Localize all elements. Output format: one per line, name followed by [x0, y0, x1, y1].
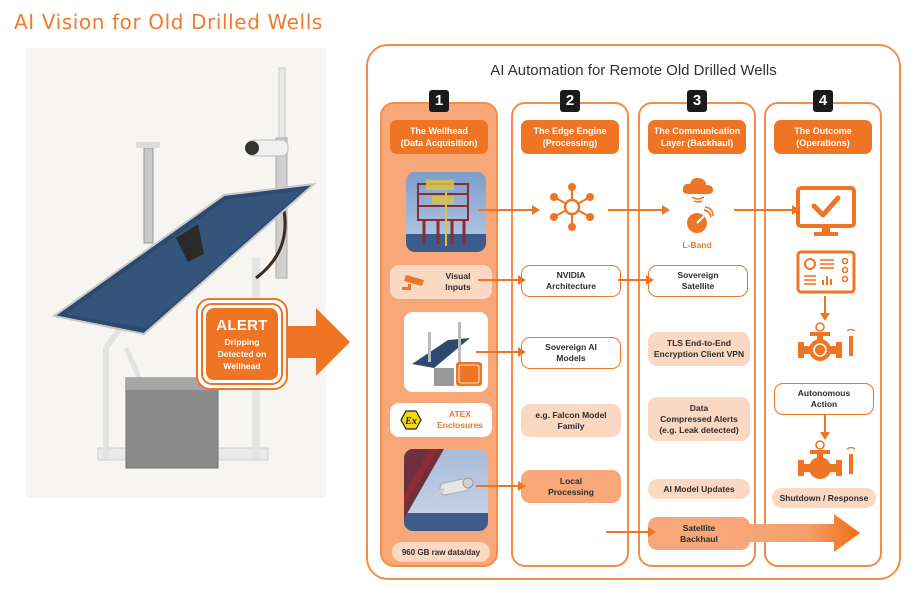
column-outcome: 4 The Outcome (Operations)	[764, 90, 882, 567]
monitor-checkmark-icon	[796, 186, 856, 236]
flow-arrow-inputs-to-nvidia	[478, 275, 526, 285]
flow-arrow-platform-to-hub	[478, 205, 540, 215]
sovereign-ai-models-box: Sovereign AI Models	[521, 337, 621, 369]
offshore-platform-image	[406, 172, 486, 252]
heading-line: (Processing)	[542, 138, 598, 148]
flow-arrow-to-backhaul	[606, 527, 656, 537]
atex-enclosures-box: Ex ATEX Enclosures	[390, 403, 492, 437]
station-thumbnail-image	[404, 312, 488, 392]
heading-line: (Data Acquisition)	[400, 138, 478, 148]
satellite-dish-icon	[687, 206, 714, 233]
flow-arrow-hub-to-cloud	[608, 205, 670, 215]
flow-arrow-down	[820, 296, 830, 321]
heading-line: The Wellhead	[410, 126, 468, 136]
flow-arrow-camera-to-local	[476, 481, 526, 491]
l-band-label: L-Band	[682, 240, 712, 250]
column-heading-wellhead: The Wellhead (Data Acquisition)	[390, 120, 488, 154]
solar-station-illustration	[51, 67, 318, 469]
page-title: AI Vision for Old Drilled Wells	[14, 10, 323, 34]
alert-callout: ALERT Dripping Detected on Wellhead	[196, 298, 288, 390]
satellite-backhaul-label: Satellite Backhaul	[680, 522, 718, 544]
falcon-model-family-label: e.g. Falcon Model Family	[535, 409, 607, 431]
automation-diagram-panel: AI Automation for Remote Old Drilled Wel…	[366, 44, 901, 580]
backhaul-output-arrow-icon	[728, 514, 860, 552]
atex-ex-icon: Ex	[400, 410, 422, 430]
autonomous-action-box: Autonomous Action	[774, 383, 874, 415]
step-number-4: 4	[813, 90, 833, 112]
column-heading-communication: The Communication Layer (Backhaul)	[648, 120, 746, 154]
atex-enclosures-label: ATEX Enclosures	[437, 409, 483, 430]
flow-arrow-cloud-to-monitor	[734, 205, 800, 215]
ai-model-updates-badge: AI Model Updates	[648, 479, 750, 499]
compressed-alerts-line: Compressed Alerts	[660, 413, 738, 424]
nvidia-architecture-label: NVIDIA Architecture	[545, 270, 597, 291]
dashboard-panel-icon	[796, 250, 856, 294]
column-communication-layer: 3 The Communication Layer (Backhaul) L-B…	[638, 90, 756, 567]
heading-line: Layer (Backhaul)	[660, 138, 734, 148]
heading-line: The Outcome	[794, 126, 852, 136]
alert-title: ALERT	[216, 316, 268, 334]
autonomous-action-label: Autonomous Action	[797, 388, 851, 409]
step-number-1: 1	[429, 90, 449, 112]
alert-message: Dripping Detected on Wellhead	[217, 336, 267, 371]
visual-inputs-label: Visual Inputs	[445, 271, 471, 292]
shutdown-valve-icon	[798, 440, 856, 479]
tls-encryption-label: TLS End-to-End Encryption Client VPN	[653, 338, 745, 359]
step-number-3: 3	[687, 90, 707, 112]
column-heading-edge-engine: The Edge Engine (Processing)	[521, 120, 619, 154]
flow-arrow-nvidia-to-satellite	[618, 275, 654, 285]
compressed-alerts-box: Data Compressed Alerts (e.g. Leak detect…	[648, 397, 750, 441]
local-processing-label: Local Processing	[548, 475, 594, 497]
visual-inputs-box: Visual Inputs	[390, 265, 492, 299]
raw-data-badge: 960 GB raw data/day	[392, 542, 490, 562]
compressed-alerts-line: Data	[689, 402, 709, 413]
column-edge-engine: 2 The Edge Engine (Processing) NVIDIA Ar…	[511, 90, 629, 567]
column-heading-outcome: The Outcome (Operations)	[774, 120, 872, 154]
column-wellhead: 1 The Wellhead (Data Acquisition)	[380, 90, 498, 567]
falcon-model-family-box: e.g. Falcon Model Family	[521, 404, 621, 437]
heading-line: (Operations)	[796, 138, 850, 148]
local-processing-box: Local Processing	[521, 470, 621, 503]
neural-network-hub-icon	[550, 183, 594, 231]
compressed-alerts-line: (e.g. Leak detected)	[659, 424, 739, 435]
alert-arrow-icon	[286, 308, 350, 376]
cctv-camera-icon	[402, 275, 424, 290]
valve-sensor-icon	[798, 322, 856, 361]
heading-line: The Edge Engine	[533, 126, 607, 136]
shutdown-response-badge: Shutdown / Response	[772, 488, 876, 508]
step-number-2: 2	[560, 90, 580, 112]
tls-encryption-box: TLS End-to-End Encryption Client VPN	[648, 332, 750, 366]
diagram-title: AI Automation for Remote Old Drilled Wel…	[490, 62, 777, 79]
sovereign-ai-models-label: Sovereign AI Models	[545, 342, 597, 363]
wellhead-station-photo	[26, 48, 326, 498]
atex-icon-text: Ex	[404, 416, 417, 427]
wellhead-camera-image	[404, 449, 488, 531]
heading-line: The Communication	[653, 126, 741, 136]
sovereign-satellite-box: Sovereign Satellite	[648, 265, 748, 297]
nvidia-architecture-box: NVIDIA Architecture	[521, 265, 621, 297]
sovereign-satellite-label: Sovereign Satellite	[677, 270, 719, 291]
flow-arrow-station-to-models	[476, 347, 526, 357]
cloud-icon	[682, 177, 713, 203]
flow-arrow-down	[820, 415, 830, 440]
